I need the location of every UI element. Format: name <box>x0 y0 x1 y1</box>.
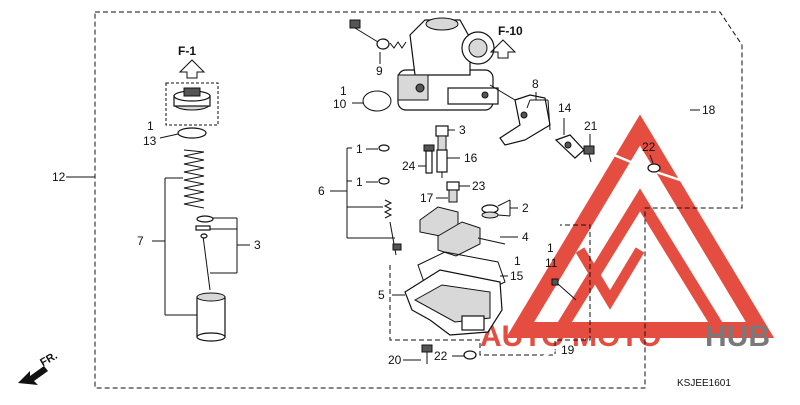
callout-24: 24 <box>402 159 416 173</box>
drain-tube-inner <box>466 348 556 382</box>
callout-17: 17 <box>420 191 434 205</box>
callout-1-left: 1 <box>147 119 154 133</box>
idle-screw <box>349 19 407 50</box>
arrow-up-icon-f10 <box>489 39 517 59</box>
callout-3-left: 3 <box>254 238 261 252</box>
callout-20: 20 <box>388 353 402 367</box>
watermark-logo: AUTO MOTO HUB <box>480 114 775 353</box>
main-jet <box>446 181 460 203</box>
watermark-triangle-inner <box>549 188 731 336</box>
float-assembly <box>419 206 506 257</box>
carburetor-body <box>397 17 516 111</box>
bowl-drain-screw <box>551 278 577 301</box>
float-pin-clips <box>481 204 499 219</box>
leader-7 <box>152 177 197 316</box>
choke-lever <box>554 134 585 159</box>
callout-4: 4 <box>522 230 529 244</box>
leader-3-left <box>210 217 250 274</box>
float-chamber <box>404 269 503 336</box>
callout-15: 15 <box>510 269 524 283</box>
leader-2 <box>497 199 518 217</box>
choke-bracket <box>499 94 551 146</box>
small-o-ring-a <box>378 144 390 152</box>
slow-jet <box>423 144 435 174</box>
assembly-boundary <box>94 11 743 389</box>
callout-1-top: 1 <box>340 84 347 98</box>
tube-clip-bottom <box>463 350 477 360</box>
throttle-spring <box>183 149 205 209</box>
drain-screw <box>583 145 595 163</box>
ref-f10: F-10 <box>498 24 523 38</box>
callout-10: 10 <box>333 97 347 111</box>
tube-clip-top <box>647 163 661 173</box>
small-o-ring-b <box>378 177 390 185</box>
leader-13 <box>159 133 179 139</box>
top-gasket <box>177 127 207 139</box>
callout-11: 11 <box>545 256 558 270</box>
watermark-triangle-outer <box>505 114 775 338</box>
throttle-valve <box>196 292 226 342</box>
callout-1-c: 1 <box>514 254 521 268</box>
callout-22-bot: 22 <box>434 349 448 363</box>
pilot-screw <box>383 199 402 256</box>
watermark-text-moto: MOTO <box>572 320 661 353</box>
float-chamber-boundary <box>389 224 591 356</box>
callout-12: 12 <box>52 170 66 184</box>
jet-needle <box>195 215 214 291</box>
callout-5: 5 <box>378 288 385 302</box>
callout-16: 16 <box>464 151 478 165</box>
chamber-bolt <box>421 344 433 364</box>
ref-f1: F-1 <box>178 44 196 58</box>
callout-21: 21 <box>584 119 598 133</box>
callout-7: 7 <box>137 234 144 248</box>
arrow-up-icon <box>178 59 206 79</box>
o-ring <box>362 90 392 112</box>
callout-6: 6 <box>318 184 325 198</box>
callout-2: 2 <box>522 201 529 215</box>
callout-8: 8 <box>532 77 539 91</box>
callout-13: 13 <box>143 134 157 148</box>
watermark-text-hub: HUB <box>705 320 770 353</box>
f1-dashed-box <box>165 82 219 126</box>
callout-3-mid: 3 <box>459 123 466 137</box>
watermark-text-auto: AUTO <box>480 320 564 353</box>
leader-8 <box>526 92 551 131</box>
front-direction-label: FR. <box>38 350 59 369</box>
callout-9: 9 <box>376 64 383 78</box>
callout-1-a: 1 <box>356 142 363 156</box>
needle-jet-holder <box>435 125 449 178</box>
callout-18: 18 <box>702 103 716 117</box>
carb-top-cap <box>173 87 211 111</box>
leader-22-top <box>649 154 654 164</box>
callout-14: 14 <box>558 101 572 115</box>
callout-19: 19 <box>561 343 575 357</box>
callout-22-top: 22 <box>642 140 656 154</box>
callout-1-b: 1 <box>356 175 363 189</box>
front-direction-arrow-icon <box>18 366 48 385</box>
callout-1-d: 1 <box>547 241 554 255</box>
leader-6 <box>330 147 395 239</box>
diagram-code: KSJEE1601 <box>677 378 731 389</box>
callout-23: 23 <box>472 179 486 193</box>
